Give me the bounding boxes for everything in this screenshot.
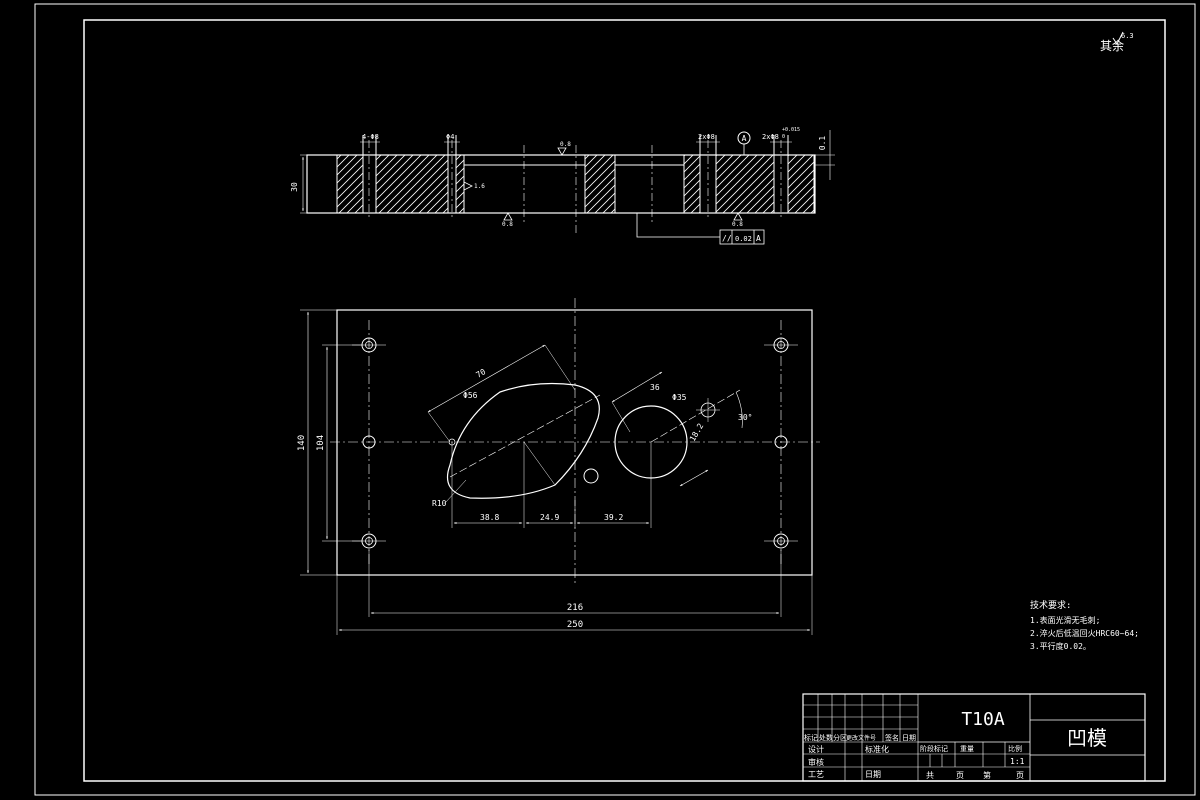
fcf-datum: A [756, 234, 761, 243]
tb-process-date: 日期 [865, 770, 881, 779]
roughness-bottom-left: 0.8 [502, 221, 513, 228]
pin-hole-right [774, 435, 788, 449]
section-view: 30 0.1 4-Φ8 Φ4 2xΦ8 2xΦ8 +0.015 0 A 0.8 … [290, 127, 835, 245]
drawing-outer-border [34, 3, 1196, 796]
roughness-bottom-right-icon [733, 212, 743, 221]
bolt-hole-top-right [764, 337, 798, 353]
tb-sheet-page2: 页 [1016, 771, 1024, 780]
hatch-area-1 [336, 154, 364, 214]
hatch-area-2 [375, 154, 449, 214]
tb-scale-label: 比例 [1008, 744, 1022, 753]
title-block: 标记 处数 分区 更改文件号 签名 日期 设计 标准化 审核 工艺 日期 T10… [802, 693, 1146, 782]
tb-stage: 阶段标记 [920, 744, 948, 753]
tb-hdr-count: 处数 [819, 733, 833, 742]
roughness-bottom-right: 0.8 [732, 221, 743, 228]
pin-hole-left [362, 435, 376, 449]
tb-sheet-total: 共 [926, 771, 934, 780]
dim-circle-dia: Φ35 [672, 393, 687, 402]
fcf-tolerance: 0.02 [735, 235, 752, 243]
roughness-top-icon [557, 147, 567, 156]
corner-roughness-note: 其余 6.3 [1100, 31, 1134, 53]
tech-req-title: 技术要求: [1030, 599, 1071, 611]
dim-slot-dia: Φ56 [463, 391, 478, 400]
tb-process: 工艺 [808, 770, 824, 779]
tb-design: 设计 [808, 744, 824, 754]
dim-hole-left: 4-Φ8 [362, 133, 379, 141]
tb-hdr-mark: 标记 [804, 733, 818, 742]
hatch-area-5 [683, 154, 701, 214]
dim-angle: 30° [738, 413, 752, 422]
feature-control-frame [719, 229, 765, 245]
plan-outline [336, 309, 813, 576]
drawing-frame [83, 19, 1166, 782]
tb-material: T10A [961, 709, 1005, 730]
tb-hdr-sign: 签名 [885, 733, 899, 742]
dim-x1: 38.8 [480, 513, 499, 522]
dim-tol-upper: +0.015 [782, 127, 800, 133]
roughness-side-icon [463, 181, 473, 191]
tech-req-item-1: 1.表面光滑无毛刺; [1030, 615, 1100, 625]
tb-standardization: 标准化 [865, 744, 889, 754]
plan-view: 70 Φ56 R10 36 Φ35 18.2 30° 38.8 24.9 39.… [297, 298, 820, 635]
hatch-area-4 [584, 154, 616, 214]
tb-sheet-num: 第 [983, 770, 991, 780]
dim-x3: 39.2 [604, 513, 623, 522]
hatch-area-7 [787, 154, 815, 214]
die-opening-slot [446, 382, 600, 499]
tb-sheet-page1: 页 [956, 771, 964, 780]
dim-thickness: 30 [290, 182, 299, 192]
dim-tol-lower: 0 [782, 134, 785, 140]
fcf-symbol: // [722, 234, 732, 243]
tb-hdr-doc: 更改文件号 [846, 734, 876, 742]
dim-width-holes: 216 [567, 603, 583, 613]
corner-note-text: 其余 [1100, 38, 1124, 53]
roughness-top: 0.8 [560, 141, 571, 148]
tb-weight: 重量 [960, 745, 974, 753]
dim-height-overall: 140 [297, 435, 307, 451]
tech-req-item-3: 3.平行度0.02。 [1030, 641, 1091, 651]
dim-gap-right: 0.1 [818, 136, 827, 151]
dim-width-overall: 250 [567, 620, 583, 630]
dim-hole-mid: Φ4 [446, 133, 454, 141]
roughness-side: 1.6 [474, 183, 485, 190]
dim-slot-radius: R10 [432, 499, 447, 508]
dim-height-holes: 104 [316, 435, 326, 451]
tb-scale: 1:1 [1010, 757, 1025, 766]
bolt-hole-bottom-right [764, 533, 798, 549]
small-hole-center [583, 468, 599, 484]
dim-slot-length: 70 [475, 367, 488, 380]
dim-hole-right-b: 2xΦ8 [762, 133, 779, 141]
dim-x2: 24.9 [540, 513, 559, 522]
tb-part-name: 凹模 [1067, 726, 1107, 750]
dim-small: 18.2 [688, 422, 706, 443]
hatch-area-3 [455, 154, 465, 214]
hatch-area-6 [715, 154, 775, 214]
tech-requirements: 技术要求: 1.表面光滑无毛刺; 2.淬火后低温回火HRC60~64; 3.平行… [1030, 599, 1139, 651]
tb-hdr-date: 日期 [902, 734, 916, 742]
roughness-bottom-left-icon [503, 212, 513, 221]
dim-hole-right-a: 2xΦ8 [698, 133, 715, 141]
tb-hdr-zone: 分区 [833, 733, 847, 742]
tb-review: 审核 [808, 757, 824, 767]
datum-a-label: A [742, 134, 747, 143]
dim-circle-offset: 36 [650, 383, 660, 392]
tech-req-item-2: 2.淬火后低温回火HRC60~64; [1030, 628, 1139, 638]
section-outline [306, 154, 816, 214]
corner-roughness-value: 6.3 [1121, 32, 1134, 40]
